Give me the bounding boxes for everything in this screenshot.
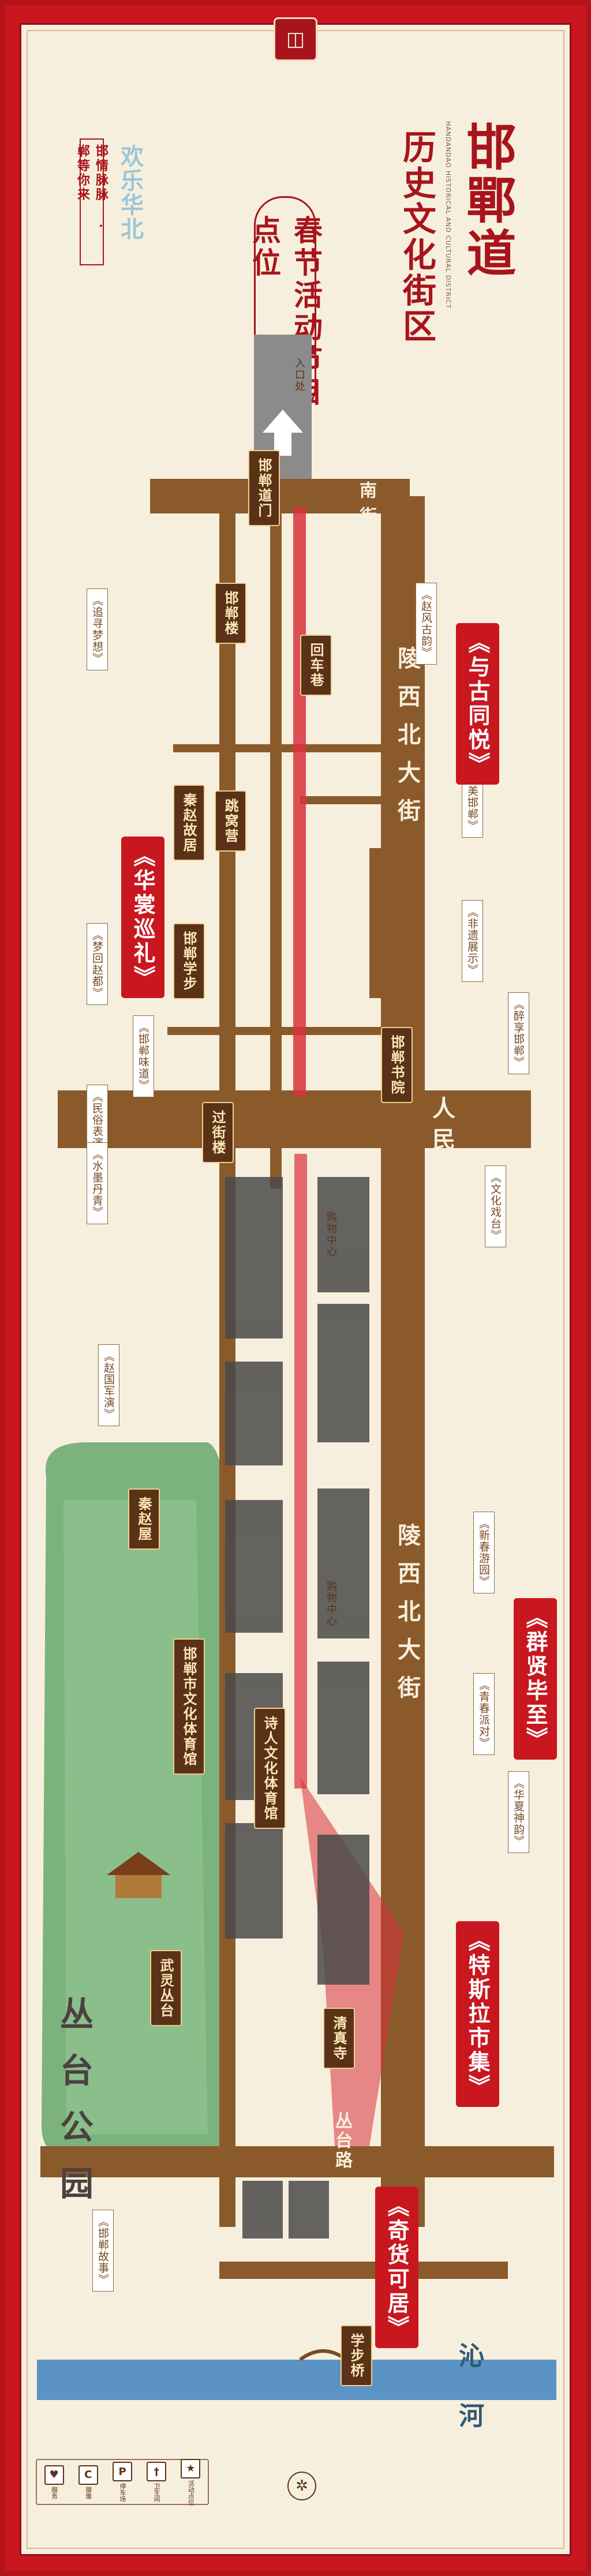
event-label: 《华夏神韵》	[508, 1771, 529, 1853]
building-blocks	[225, 1177, 369, 2238]
building-label: 邯郸道门	[248, 450, 280, 526]
river-name: 沁河	[454, 2342, 484, 2462]
center-plaza-label-2: 购物中心	[325, 1581, 337, 1627]
event-label: 《赵国军演》	[98, 1344, 119, 1426]
camera-icon: C	[78, 2465, 98, 2485]
road-chengnan	[150, 479, 410, 513]
building-label: 邯郸楼	[215, 583, 246, 644]
slogan-text: 邯情脉脉 · 郸等你来	[75, 144, 109, 235]
road-renmin-east	[58, 1090, 531, 1148]
lane-2	[300, 796, 387, 804]
event-label: 《邯郸故事》	[92, 2210, 114, 2292]
road-name-congtai: 丛台路	[332, 2112, 352, 2170]
legend-label: 活动点位	[187, 2480, 195, 2506]
river	[37, 2360, 556, 2400]
highlight-event-tag: 《华裳巡礼》	[121, 837, 164, 998]
event-label: 《新春游园》	[473, 1512, 495, 1593]
building-label: 邯郸市文化体育馆	[173, 1638, 205, 1775]
entrance-arrow-icon	[263, 410, 303, 456]
lane-1	[173, 744, 392, 752]
title-subtitle: 历史文化街区	[397, 130, 436, 344]
building-label: 秦赵故居	[173, 785, 205, 861]
road-name-renmin-east: 人民东路	[428, 1096, 455, 1221]
toilet-icon: †	[147, 2462, 167, 2481]
highlight-event-tag: 《特斯拉市集》	[456, 1921, 499, 2107]
title-pinyin: HANDANDAO HISTORICAL AND CULTURAL DISTRI…	[444, 121, 452, 309]
road-name-chengnan: 城南街	[356, 456, 376, 532]
lane-4	[369, 848, 383, 998]
compass-icon: ✲	[287, 2472, 316, 2500]
event-label: 《水墨丹青》	[87, 1142, 108, 1224]
highlight-event-tag: 《群贤毕至》	[514, 1598, 557, 1760]
park-name: 丛台公园	[54, 1996, 93, 2222]
walking-street-south	[294, 1154, 307, 1788]
brand-logo-text: 欢乐华北	[117, 144, 144, 241]
event-label: 《文化戏台》	[485, 1165, 506, 1247]
entrance-label: 入口处	[293, 358, 305, 392]
slogan-box: 邯情脉脉 · 郸等你来	[75, 138, 109, 265]
building-label: 回车巷	[300, 635, 332, 696]
legend-label: 卫生间	[153, 2483, 161, 2502]
highlight-event-tag: 《与古同悦》	[456, 623, 499, 785]
road-inner-2	[270, 496, 282, 1188]
road-lower	[219, 2262, 508, 2279]
legend-label: 服务	[50, 2486, 58, 2499]
building-label: 清真寺	[323, 2008, 355, 2069]
highlight-event-tag: 《奇货可居》	[375, 2187, 418, 2348]
district-logo: ◫	[274, 17, 317, 61]
legend-item-toilet: † 卫生间	[147, 2462, 167, 2502]
star-icon: ★	[181, 2458, 201, 2478]
building-label: 过街楼	[202, 1102, 234, 1163]
legend-item-service: ♥服务	[44, 2465, 64, 2499]
building-label: 武灵丛台	[150, 1950, 182, 2026]
title-main: 邯鄲道	[458, 121, 516, 280]
event-label: 《追寻梦想》	[87, 588, 108, 670]
road-congtai	[40, 2146, 554, 2177]
event-label: 《邯郸味道》	[133, 1015, 154, 1097]
parking-icon: P	[112, 2462, 132, 2481]
event-label: 《赵风古韵》	[416, 583, 437, 665]
lane-3	[167, 1027, 387, 1035]
heart-icon: ♥	[44, 2465, 64, 2485]
event-label: 《醉享邯郸》	[508, 992, 529, 1074]
event-label: 《青春派对》	[473, 1673, 495, 1755]
xuebu-bridge-icon	[299, 2349, 347, 2361]
road-name-lingxi-north-lower: 陵西北大街	[394, 1523, 421, 1713]
building-label: 邯郸学步	[173, 923, 205, 999]
legend-label: 摄像	[84, 2486, 92, 2499]
building-label: 学步桥	[341, 2325, 372, 2386]
event-label: 《梦回赵都》	[87, 923, 108, 1005]
walking-street-north	[293, 508, 306, 1096]
road-name-lingxi-north-upper: 陵西北大街	[394, 646, 421, 837]
legend-item-event: ★ 活动点位	[181, 2458, 201, 2506]
event-label: 《非遗展示》	[462, 900, 483, 982]
legend-item-parking: P 停车场	[112, 2462, 132, 2502]
center-plaza-label: 购物中心	[325, 1212, 337, 1258]
legend-label: 停车场	[118, 2483, 126, 2502]
pagoda-icon	[107, 1852, 170, 1898]
building-label: 诗人文化体育馆	[254, 1708, 286, 1829]
building-label: 跳窝营	[215, 790, 246, 852]
building-label: 邯郸书院	[381, 1027, 413, 1103]
building-label: 秦赵屋	[128, 1488, 160, 1550]
logo-glyph: ◫	[286, 28, 305, 51]
